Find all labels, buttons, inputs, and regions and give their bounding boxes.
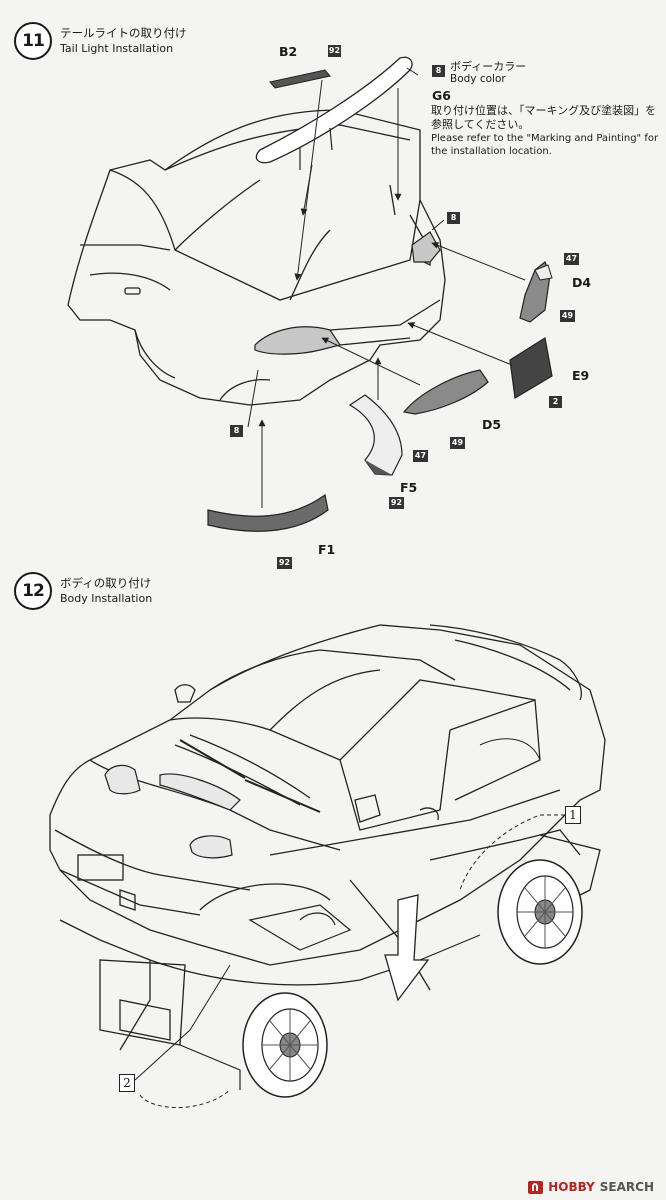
badge-d5-47: 47 <box>413 450 428 462</box>
wheel-rear <box>497 859 583 965</box>
label-b2: B2 <box>279 44 298 59</box>
note-en-1: Please refer to the "Marking and Paintin… <box>431 133 659 144</box>
garnish-f5 <box>348 394 403 476</box>
chassis <box>149 904 481 1090</box>
label-d4: D4 <box>572 275 592 290</box>
label-f1: F1 <box>318 542 336 557</box>
badge-lamp-8: 8 <box>447 212 460 224</box>
wipers <box>179 739 321 813</box>
tail-light-recess-left <box>254 326 341 355</box>
badge-b2-92: 92 <box>328 45 341 57</box>
watermark: HOBBY SEARCH <box>528 1180 654 1194</box>
hobby-search-logo-icon <box>528 1180 544 1194</box>
label-e9: E9 <box>572 368 590 383</box>
step-11-number: 11 <box>14 22 52 60</box>
badge-g6-8: 8 <box>432 65 445 77</box>
badge-d4-47: 47 <box>564 253 579 265</box>
note-en-2: the installation location. <box>431 146 552 157</box>
badge-bumper-8: 8 <box>230 425 243 437</box>
hood-scoops <box>104 764 241 859</box>
label-d5: D5 <box>482 417 502 432</box>
step-11-title-jp: テールライトの取り付け <box>60 26 187 40</box>
body-color-en: Body color <box>450 73 506 85</box>
tail-lamp-d5 <box>402 369 489 415</box>
badge-d4-49: 49 <box>560 310 575 322</box>
note-jp-2: 参照してください。 <box>431 118 530 131</box>
step-12-number: 12 <box>14 572 52 610</box>
body-color-jp: ボディーカラー <box>450 60 527 73</box>
license-plate-e9 <box>509 337 553 399</box>
badge-d5-49: 49 <box>450 437 465 449</box>
car-body-full <box>49 624 606 1051</box>
watermark-text: SEARCH <box>599 1180 654 1194</box>
car-rear-body <box>67 109 446 406</box>
watermark-brand: HOBBY <box>548 1180 595 1194</box>
badge-e9-2: 2 <box>549 396 562 408</box>
label-g6: G6 <box>432 88 451 103</box>
step-12-title-jp: ボディの取り付け <box>60 576 152 590</box>
badge-f5-92: 92 <box>389 497 404 509</box>
callout-1: 1 <box>565 806 581 824</box>
rear-spoiler-g6 <box>255 56 413 164</box>
badge-f1-92: 92 <box>277 557 292 569</box>
bumper-strip-f1 <box>207 493 329 532</box>
step-12-header: 12 ボディの取り付け Body Installation <box>14 572 152 610</box>
body-install-arrow <box>384 894 430 1002</box>
step-11-header: 11 テールライトの取り付け Tail Light Installation <box>14 22 187 60</box>
step-12-title-en: Body Installation <box>60 592 153 605</box>
part-b2 <box>269 69 331 89</box>
step-11-title-en: Tail Light Installation <box>60 42 174 55</box>
wheel-front <box>242 992 328 1098</box>
note-jp-1: 取り付け位置は、「マーキング及び塗装図」を <box>431 104 657 117</box>
callout-2: 2 <box>119 1074 135 1092</box>
label-f5: F5 <box>400 480 418 495</box>
tail-light-recess-right <box>411 231 441 263</box>
